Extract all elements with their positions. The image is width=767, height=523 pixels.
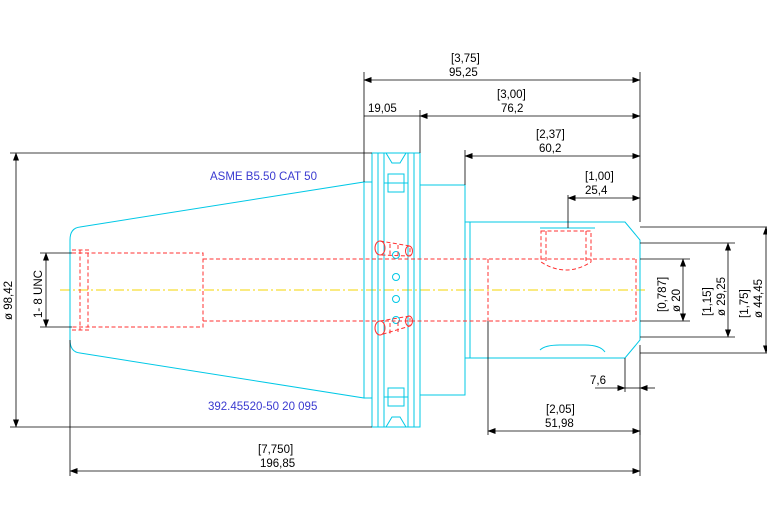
dim-2-37-in: [2,37] <box>536 129 565 141</box>
dim-7-6: 7,6 <box>590 375 606 387</box>
part-number-label: 392.45520-50 20 095 <box>208 401 317 413</box>
dim-76-2-mm: 76,2 <box>501 103 523 115</box>
dim-196-85-mm: 196,85 <box>260 458 295 470</box>
set-screw <box>540 230 592 271</box>
dim-7-750-in: [7,750] <box>258 444 293 456</box>
flange-diameter-label: ø 98,42 <box>3 281 15 320</box>
dimension-lines <box>10 72 767 476</box>
dim-2-05-in: [2,05] <box>546 404 575 416</box>
dim-20-mm: ø 20 <box>671 289 683 312</box>
thread-bore <box>72 252 204 328</box>
hidden-features <box>72 230 637 336</box>
dim-51-98-mm: 51,98 <box>545 418 574 430</box>
annotations: ASME B5.50 CAT 50 392.45520-50 20 095 [3… <box>3 53 765 470</box>
tool-holder-outline <box>69 152 641 428</box>
dim-95-25-mm: 95,25 <box>449 67 478 79</box>
dim-1-75-in: [1,75] <box>739 289 751 318</box>
dim-60-2-mm: 60,2 <box>539 143 561 155</box>
thread-label: 1- 8 UNC <box>33 270 45 318</box>
dim-1-15-in: [1,15] <box>702 287 714 316</box>
nose <box>465 221 641 359</box>
dim-3-00-in: [3,00] <box>497 89 526 101</box>
dim-29-25-mm: ø 29,25 <box>716 277 728 316</box>
dim-19-05: 19,05 <box>368 103 397 115</box>
neck <box>420 184 466 396</box>
dim-1-00-in: [1,00] <box>585 171 614 183</box>
standard-label: ASME B5.50 CAT 50 <box>210 171 317 183</box>
dim-25-4-mm: 25,4 <box>585 185 608 197</box>
dim-44-45-mm: ø 44,45 <box>753 279 765 318</box>
flange <box>371 152 421 428</box>
dim-3-75-in: [3,75] <box>451 53 480 65</box>
dim-0-787-in: [0,787] <box>657 277 669 312</box>
